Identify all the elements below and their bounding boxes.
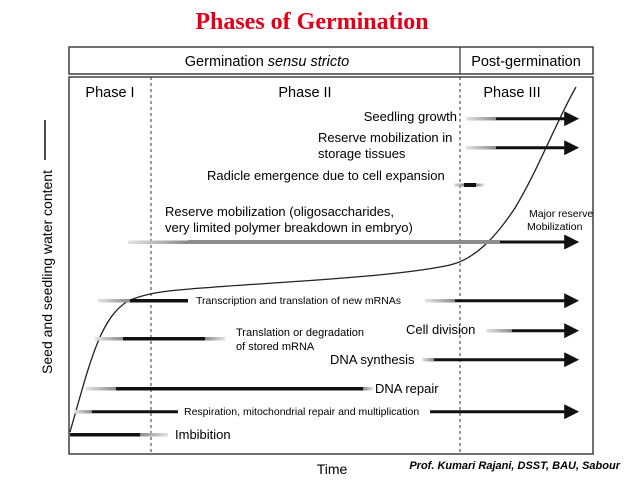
process-bars	[70, 111, 580, 437]
bar-dna-synthesis	[422, 352, 580, 368]
label-reserve-mob-oligo-1: Reserve mobilization (oligosaccharides,	[165, 204, 394, 219]
bar-seedling-growth	[466, 111, 580, 127]
bar-translation-degradation	[95, 337, 225, 341]
label-major-reserve-1: Major reserve	[529, 208, 593, 220]
label-reserve-mob-storage-1: Reserve mobilization in	[318, 130, 452, 145]
page-title: Phases of Germination	[195, 9, 428, 35]
label-imbibition: Imbibition	[175, 427, 231, 442]
bar-dna-repair	[86, 387, 373, 391]
label-transcription: Transcription and translation of new mRN…	[196, 295, 401, 307]
label-dna-repair: DNA repair	[375, 381, 439, 396]
bar-reserve-mobilization-storage	[466, 140, 580, 156]
bar-respiration	[74, 404, 580, 420]
bar-cell-division	[486, 323, 580, 339]
label-major-reserve-2: Mobilization	[527, 221, 583, 233]
author-credit: Prof. Kumari Rajani, DSST, BAU, Sabour	[409, 460, 620, 472]
bar-transcription	[98, 293, 580, 309]
header-sensu-stricto: Germination sensu stricto	[185, 54, 349, 70]
plot-frame	[68, 76, 594, 455]
label-radicle-emergence: Radicle emergence due to cell expansion	[207, 168, 445, 183]
bar-radicle-emergence	[454, 183, 484, 187]
bar-reserve-mobilization-oligo	[128, 234, 580, 250]
water-content-curve	[69, 86, 577, 433]
process-labels: Seedling growth Reserve mobilization in …	[165, 109, 593, 442]
label-seedling-growth: Seedling growth	[364, 109, 457, 124]
label-cell-division: Cell division	[406, 322, 475, 337]
header-box	[68, 46, 594, 75]
phase-3-label: Phase III	[483, 85, 540, 101]
label-translation-1: Translation or degradation	[236, 327, 364, 339]
bar-imbibition	[70, 433, 168, 437]
label-reserve-mob-oligo-2: very limited polymer breakdown in embryo…	[165, 220, 413, 235]
phase-1-label: Phase I	[85, 85, 134, 101]
label-dna-synthesis: DNA synthesis	[330, 352, 415, 367]
y-axis-label: Seed and seedling water content	[39, 170, 55, 374]
phase-2-label: Phase II	[278, 85, 331, 101]
label-respiration: Respiration, mitochondrial repair and mu…	[184, 406, 419, 418]
header-post-germination: Post-germination	[471, 54, 581, 70]
label-translation-2: of stored mRNA	[236, 341, 315, 353]
label-reserve-mob-storage-2: storage tissues	[318, 146, 406, 161]
x-axis-label: Time	[317, 461, 348, 477]
